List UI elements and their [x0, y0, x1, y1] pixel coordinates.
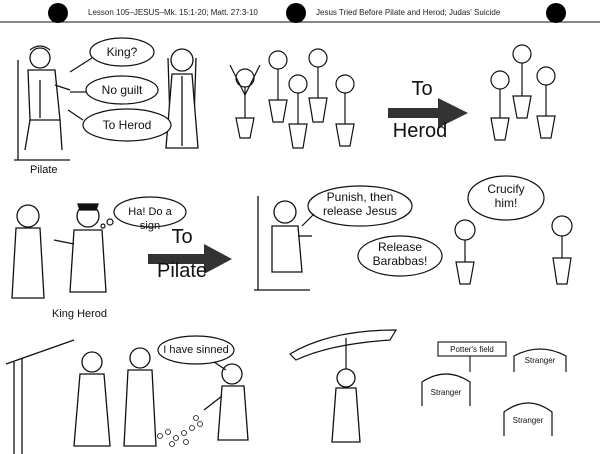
header-right: Jesus Tried Before Pilate and Herod; Jud…	[316, 8, 501, 17]
bubble-no-guilt: No guilt	[101, 83, 143, 97]
sign-potters-field: Potter's field	[450, 345, 494, 354]
bubble-release-line2: Barabbas!	[372, 254, 428, 268]
bubble-crucify-line1: Crucify	[487, 182, 525, 196]
speech-bubble-judas	[157, 335, 235, 371]
punch-hole-right	[546, 3, 566, 23]
crowd-panel2-right	[490, 44, 556, 141]
arrow-to-herod	[388, 98, 468, 128]
pilate-figure-panel5	[254, 196, 312, 291]
speech-bubbles-panel6	[357, 175, 545, 277]
arrow-label-herod: Herod	[392, 120, 448, 142]
arrow-label-pilate: Pilate	[156, 260, 208, 282]
king-herod-figure	[53, 203, 107, 293]
caption-king-herod: King Herod	[52, 308, 108, 320]
bubble-i-have-sinned: I have sinned	[163, 344, 229, 356]
priests-figures	[73, 347, 157, 447]
temple-structure	[5, 339, 75, 454]
speech-bubbles-panel1	[67, 37, 172, 142]
punch-hole-left	[48, 3, 68, 23]
bubble-punish-line1: Punish, then	[326, 190, 394, 204]
bubble-punish-line2: release Jesus	[322, 204, 398, 218]
potters-field-sign	[437, 341, 507, 372]
grave-label-3: Stranger	[512, 416, 544, 425]
gravestones	[421, 348, 567, 436]
speech-bubble-herod	[100, 196, 187, 229]
hanging-branch	[289, 329, 398, 370]
crowd-panel6	[454, 215, 573, 285]
header-left: Lesson 105–JESUS–Mk. 15:1-20; Matt. 27:3…	[88, 8, 258, 17]
arrow-label-to-2: To	[171, 226, 193, 248]
grave-label-1: Stranger	[524, 356, 556, 365]
bubble-crucify-line2: him!	[494, 196, 518, 210]
speech-bubble-pilate	[301, 185, 413, 227]
jesus-figure-panel1	[165, 48, 199, 149]
arrow-to-pilate	[148, 244, 232, 274]
bubble-release-line1: Release	[377, 240, 423, 254]
coins	[157, 415, 203, 447]
grave-label-2: Stranger	[430, 388, 462, 397]
arrow-label-to: To	[411, 78, 433, 100]
bubble-to-herod: To Herod	[102, 118, 152, 132]
pilate-figure	[14, 45, 71, 161]
jesus-figure-panel3	[11, 204, 45, 299]
judas-figure-coins	[203, 363, 249, 441]
punch-hole-center	[286, 3, 306, 23]
bubble-do-a-sign: Ha! Do a sign	[128, 206, 172, 232]
bubble-king: King?	[106, 45, 138, 59]
caption-pilate: Pilate	[30, 164, 58, 176]
crowd-panel2	[229, 48, 355, 149]
judas-figure-hanging	[331, 368, 361, 443]
